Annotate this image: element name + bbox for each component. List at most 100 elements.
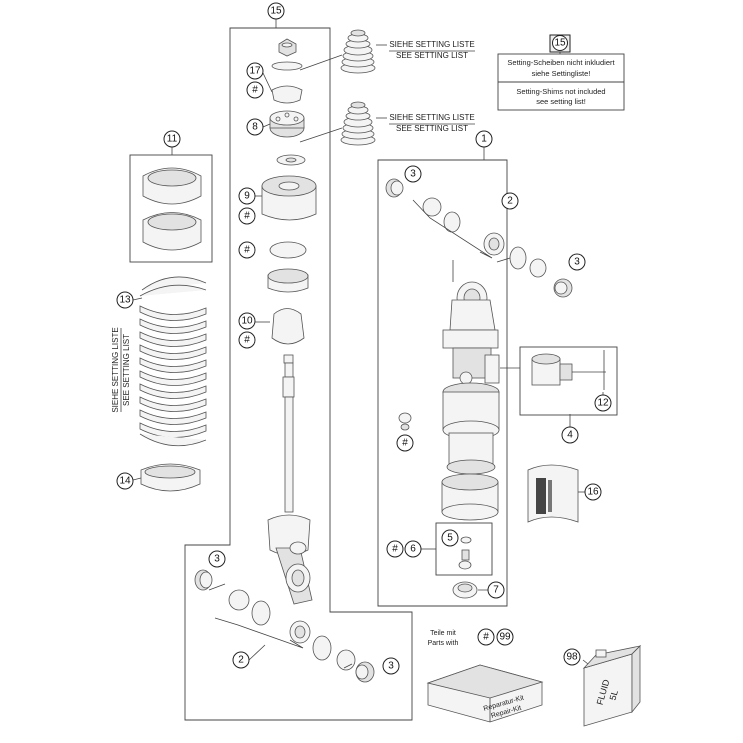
svg-text:3: 3 <box>388 661 394 672</box>
callout-15-top: 15 <box>267 2 285 20</box>
shim-stack-upper <box>340 29 376 74</box>
shock-body <box>385 178 573 599</box>
callout-3-upper-left: 3 <box>404 165 422 183</box>
setting-label-spring-de: SIEHE SETTING LISTE <box>111 327 120 412</box>
svg-text:3: 3 <box>574 257 580 268</box>
setting-label-lower-en: SEE SETTING LIST <box>396 124 468 133</box>
shock-rod-group-frame <box>184 27 413 721</box>
svg-text:#: # <box>244 245 250 256</box>
callout-12: 12 <box>594 394 612 412</box>
svg-text:2: 2 <box>238 655 244 666</box>
spring-coil <box>139 396 207 412</box>
spring-rings <box>142 167 202 251</box>
callout-hash-body: # <box>396 434 414 452</box>
callout-hash-oring: # <box>238 241 256 259</box>
fluid-can <box>582 645 642 727</box>
callout-8: 8 <box>246 118 264 136</box>
fluid-label-line2: 5L <box>608 689 620 701</box>
lower-bearing-parts <box>194 569 375 683</box>
callout-9: 9 <box>238 187 256 205</box>
repair-kit-box <box>426 664 544 723</box>
svg-text:#: # <box>392 544 398 555</box>
svg-text:7: 7 <box>493 585 499 596</box>
svg-text:6: 6 <box>410 544 416 555</box>
callout-hash-6: # <box>386 540 404 558</box>
spring-coil <box>139 318 207 334</box>
svg-text:17: 17 <box>249 66 261 77</box>
spring-coil <box>139 409 207 425</box>
callout-98: 98 <box>563 648 581 666</box>
callout-2-lower: 2 <box>232 651 250 669</box>
svg-text:9: 9 <box>244 191 250 202</box>
callout-hash-17: # <box>246 81 264 99</box>
setting-label-upper-en: SEE SETTING LIST <box>396 51 468 60</box>
svg-text:15: 15 <box>554 38 566 49</box>
shock-body-group-frame <box>377 159 508 607</box>
callout-11: 11 <box>163 130 181 148</box>
note-en-line1: Setting-Shims not included <box>516 87 605 96</box>
svg-text:#: # <box>252 85 258 96</box>
spring-coil <box>139 331 207 347</box>
setting-label-lower-de: SIEHE SETTING LISTE <box>389 113 474 122</box>
callout-hash-99: # <box>477 628 495 646</box>
callout-15-note: 15 <box>549 34 571 53</box>
svg-text:3: 3 <box>410 169 416 180</box>
svg-text:#: # <box>244 211 250 222</box>
spring-coil <box>139 344 207 360</box>
spring-coil <box>139 370 207 386</box>
svg-text:#: # <box>483 632 489 643</box>
callout-hash-10: # <box>238 331 256 349</box>
callout-4: 4 <box>561 426 579 444</box>
valve-frame <box>519 346 618 416</box>
svg-text:14: 14 <box>119 476 131 487</box>
callout-7: 7 <box>487 581 505 599</box>
callout-13: 13 <box>116 291 134 309</box>
svg-text:5: 5 <box>447 533 453 544</box>
svg-text:10: 10 <box>241 316 253 327</box>
callout-hash-9: # <box>238 207 256 225</box>
svg-text:4: 4 <box>567 430 573 441</box>
note-de-line1: Setting-Scheiben nicht inkludiert <box>507 58 615 67</box>
spring-coil <box>139 357 207 373</box>
callout-2-upper: 2 <box>501 192 519 210</box>
spring-seat <box>140 463 201 492</box>
callout-3-lower-left: 3 <box>208 550 226 568</box>
svg-text:11: 11 <box>167 134 178 145</box>
callout-10: 10 <box>238 312 256 330</box>
callout-5: 5 <box>441 529 459 547</box>
spring-coil <box>139 383 207 399</box>
note-en-line2: see setting list! <box>536 97 586 106</box>
callout-99: 99 <box>496 628 514 646</box>
svg-text:98: 98 <box>566 652 578 663</box>
callout-6: 6 <box>404 540 422 558</box>
setting-label-upper-de: SIEHE SETTING LISTE <box>389 40 474 49</box>
callout-3-lower-right: 3 <box>382 657 400 675</box>
callout-16: 16 <box>584 483 602 501</box>
svg-text:99: 99 <box>499 632 511 643</box>
svg-text:8: 8 <box>252 122 258 133</box>
svg-text:16: 16 <box>587 487 599 498</box>
svg-text:1: 1 <box>481 134 487 145</box>
svg-text:3: 3 <box>214 554 220 565</box>
compression-valve <box>531 350 606 390</box>
parts-with-de: Teile mit <box>430 630 456 637</box>
piston-rod-stack <box>261 38 317 605</box>
svg-text:2: 2 <box>507 196 513 207</box>
spring-coil <box>139 305 207 321</box>
parts-with-en: Parts with <box>428 640 459 647</box>
label-sticker <box>527 464 579 523</box>
svg-text:15: 15 <box>270 6 282 17</box>
spring-rings-frame <box>129 154 213 263</box>
svg-text:12: 12 <box>597 398 609 409</box>
shim-stack-lower <box>340 101 376 146</box>
svg-text:13: 13 <box>119 295 131 306</box>
svg-text:#: # <box>402 438 408 449</box>
callout-17: 17 <box>246 62 264 80</box>
callout-3-upper-right: 3 <box>568 253 586 271</box>
main-spring <box>139 276 207 447</box>
svg-text:#: # <box>244 335 250 346</box>
setting-label-spring-en: SEE SETTING LIST <box>122 334 131 406</box>
callout-1: 1 <box>475 130 493 148</box>
callout-14: 14 <box>116 472 134 490</box>
